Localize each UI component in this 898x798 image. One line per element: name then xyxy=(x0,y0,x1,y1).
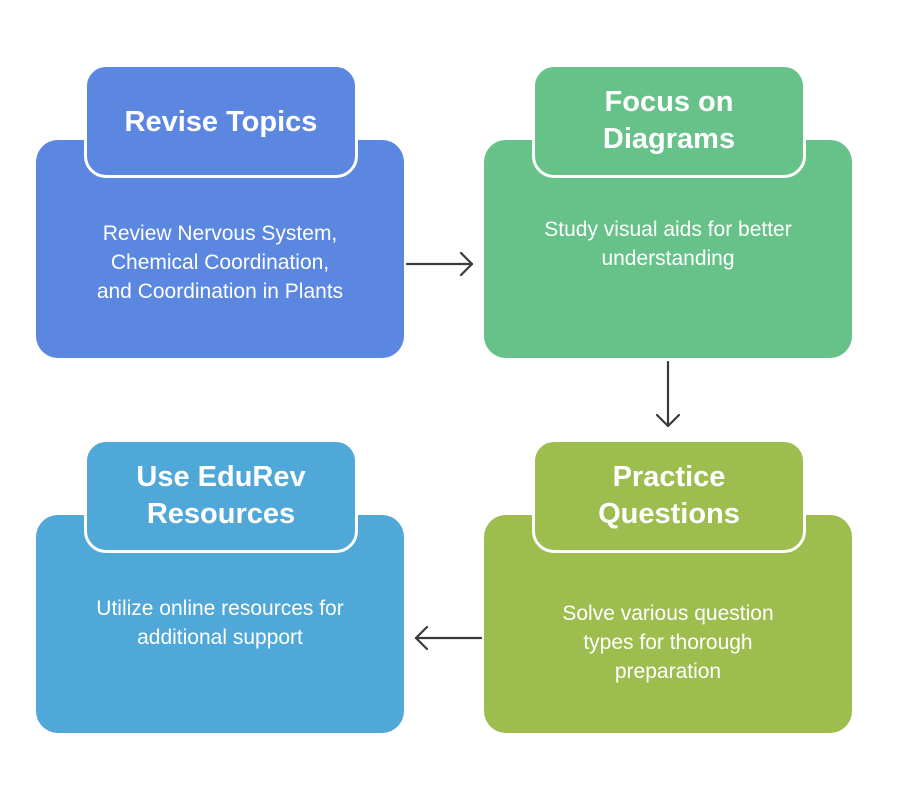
description-line: types for thorough xyxy=(583,630,753,654)
step-description-practice-questions: Solve various question types for thoroug… xyxy=(484,592,852,692)
description-line: Review Nervous System, xyxy=(102,221,338,245)
description-line: and Coordination in Plants xyxy=(96,279,344,303)
step-title-tab-revise-topics: Revise Topics xyxy=(84,64,358,178)
description-line: Chemical Coordination, xyxy=(110,250,330,274)
step-description-use-edurev-resources: Utilize online resources for additional … xyxy=(36,586,404,660)
description-line: Study visual aids for better xyxy=(544,218,792,241)
description-line: Solve various question xyxy=(562,601,774,625)
step-title-line: Diagrams xyxy=(602,123,736,155)
step-title-tab-use-edurev-resources: Use EduRev Resources xyxy=(84,439,358,553)
step-title-line: Use EduRev xyxy=(136,461,306,493)
step-title-line: Revise Topics xyxy=(124,105,318,138)
arrow-left-icon xyxy=(414,625,483,651)
step-title-tab-focus-on-diagrams: Focus on Diagrams xyxy=(532,64,806,178)
step-title-line: Focus on xyxy=(604,86,734,118)
step-title-line: Practice xyxy=(612,461,726,493)
arrow-down-icon xyxy=(655,360,681,428)
step-title-line: Questions xyxy=(598,498,740,530)
step-title-line: Resources xyxy=(146,498,296,530)
description-line: additional support xyxy=(137,626,303,649)
description-line: preparation xyxy=(614,659,722,683)
step-description-revise-topics: Review Nervous System, Chemical Coordina… xyxy=(36,208,404,316)
step-description-focus-on-diagrams: Study visual aids for better understandi… xyxy=(484,208,852,280)
step-title-tab-practice-questions: Practice Questions xyxy=(532,439,806,553)
arrow-right-icon xyxy=(405,251,474,277)
description-line: understanding xyxy=(601,247,735,270)
description-line: Utilize online resources for xyxy=(96,597,344,620)
